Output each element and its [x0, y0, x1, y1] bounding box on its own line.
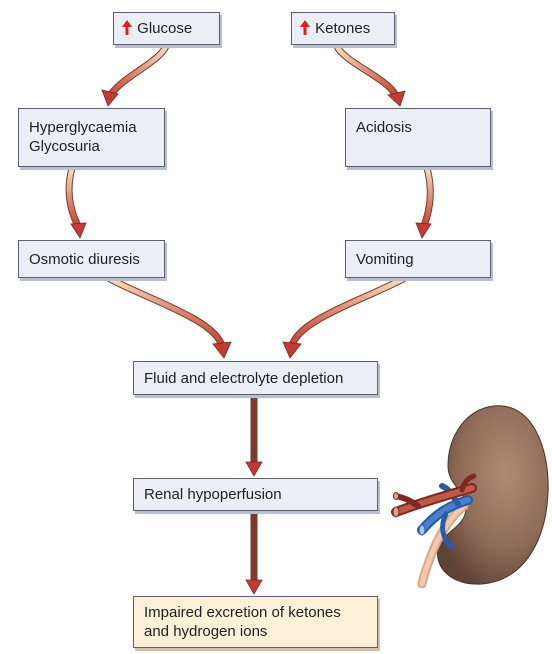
- node-renal: Renal hypoperfusion: [133, 478, 378, 511]
- edge-hyperglycaemia-osmotic: [69, 168, 86, 238]
- node-hyperglycaemia-line-2: Glycosuria: [29, 137, 154, 156]
- up-arrow-icon: [122, 20, 136, 37]
- edge-acidosis-vomiting: [416, 168, 431, 238]
- edge-renal-impaired: [246, 512, 262, 594]
- node-fluid-label: Fluid and electrolyte depletion: [144, 369, 367, 388]
- node-renal-label: Renal hypoperfusion: [144, 485, 367, 504]
- node-impaired-line-2: and hydrogen ions: [144, 622, 367, 641]
- edge-osmotic-fluid: [110, 279, 231, 358]
- edge-fluid-renal: [246, 396, 262, 476]
- node-vomiting: Vomiting: [345, 240, 491, 278]
- node-glucose: Glucose: [113, 12, 220, 45]
- node-impaired-line-1: Impaired excretion of ketones: [144, 603, 367, 622]
- node-osmotic-label: Osmotic diuresis: [29, 250, 154, 269]
- node-impaired: Impaired excretion of ketones and hydrog…: [133, 596, 378, 648]
- node-glucose-label: Glucose: [137, 20, 192, 37]
- node-osmotic: Osmotic diuresis: [18, 240, 165, 278]
- kidney-icon: [382, 398, 552, 588]
- node-acidosis-label: Acidosis: [356, 118, 480, 137]
- up-arrow-icon: [300, 20, 314, 37]
- node-acidosis: Acidosis: [345, 108, 491, 167]
- edge-ketones-acidosis: [337, 46, 405, 106]
- edge-vomiting-fluid: [283, 279, 403, 358]
- node-ketones: Ketones: [291, 12, 395, 45]
- edge-glucose-hyperglycaemia: [102, 46, 166, 106]
- node-ketones-label: Ketones: [315, 20, 370, 37]
- node-hyperglycaemia-line-1: Hyperglycaemia: [29, 118, 154, 137]
- node-vomiting-label: Vomiting: [356, 250, 480, 269]
- node-fluid: Fluid and electrolyte depletion: [133, 361, 378, 395]
- node-hyperglycaemia: Hyperglycaemia Glycosuria: [18, 108, 165, 167]
